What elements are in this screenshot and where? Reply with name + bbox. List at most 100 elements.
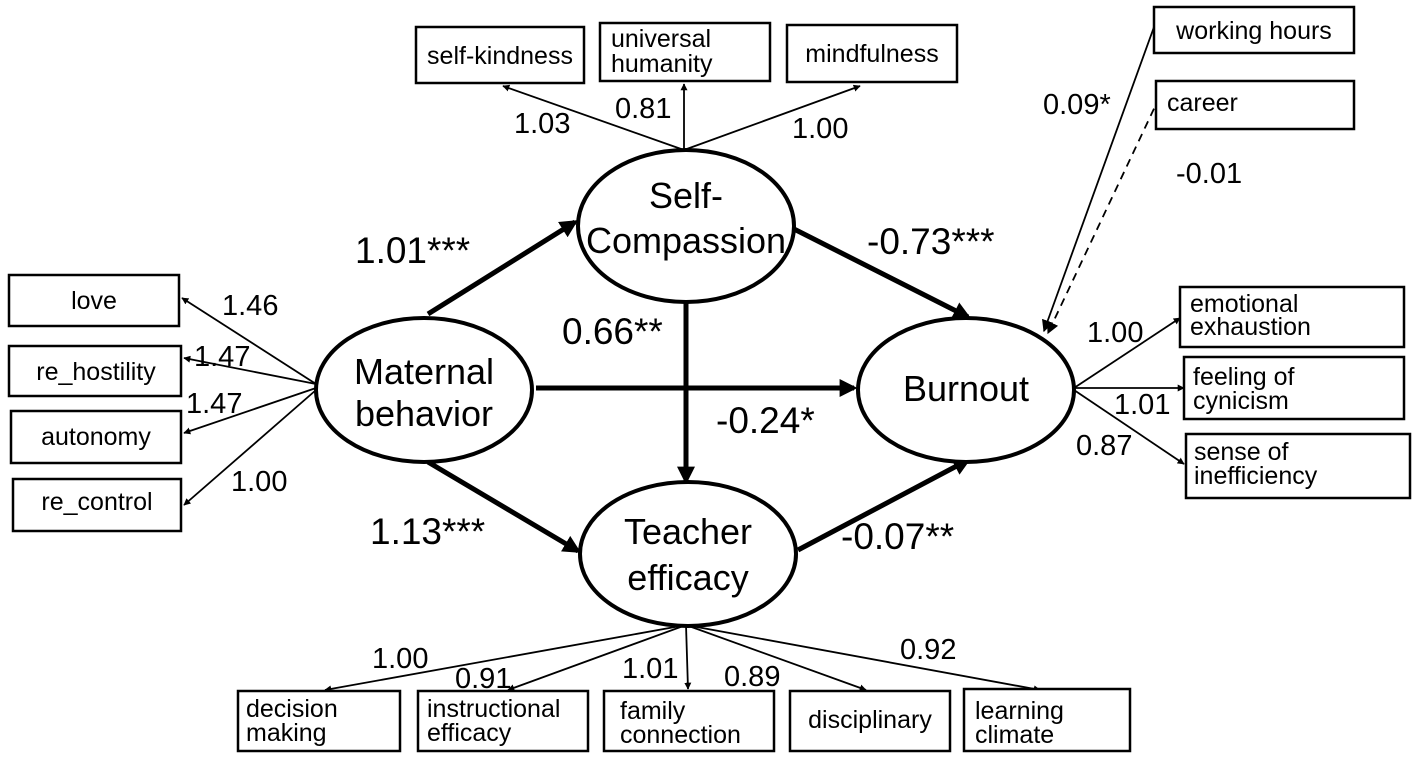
indicator-decision-making-label-line2: making (246, 719, 327, 747)
indicator-instructional-efficacy-label-line2: efficacy (427, 719, 512, 747)
arrow-te-family-connection (684, 624, 692, 690)
loading-feeling-cynicism: 1.01 (1114, 389, 1170, 421)
covariate-working-hours-label: working hours (1175, 17, 1332, 45)
loading-labels: 1.46 1.47 1.47 1.00 1.03 0.81 1.00 1.00 … (186, 89, 1242, 695)
maternal-behavior-label-line2: behavior (355, 393, 493, 434)
loading-universal-humanity: 0.81 (615, 93, 671, 125)
indicator-mindfulness: mindfulness (785, 23, 959, 84)
loading-re-hostility: 1.47 (194, 341, 250, 373)
coef-maternal-teacher-efficacy: 1.13*** (370, 511, 485, 552)
indicator-re-control: re_control (11, 477, 183, 533)
indicator-universal-humanity: universal humanity (598, 21, 772, 83)
indicator-disciplinary-label: disciplinary (808, 706, 932, 734)
loading-mindfulness: 1.00 (792, 113, 848, 145)
indicator-universal-humanity-label-line1: universal (611, 25, 711, 53)
burnout-label: Burnout (903, 368, 1029, 409)
teacher-efficacy-label-line2: efficacy (627, 557, 748, 598)
indicator-emotional-exhaustion-label-line2: exhaustion (1190, 313, 1311, 341)
self-compassion-ellipse (576, 148, 796, 304)
covariate-working-hours: working hours (1152, 5, 1356, 55)
indicator-decision-making: decision making (236, 689, 402, 753)
loading-family-connection: 1.01 (622, 653, 678, 685)
latent-self-compassion: Self- Compassion (576, 148, 796, 304)
maternal-behavior-ellipse (314, 316, 534, 464)
arrow-maternal-re-hostility (183, 355, 317, 385)
latent-teacher-efficacy: Teacher efficacy (578, 480, 798, 628)
indicator-learning-climate: learning climate (962, 687, 1132, 753)
path-maternal-self-compassion (426, 219, 579, 317)
latent-burnout: Burnout (856, 316, 1076, 464)
loading-working-hours: 0.09* (1043, 89, 1111, 121)
indicator-re-control-label: re_control (41, 488, 152, 516)
loading-career: -0.01 (1176, 158, 1242, 190)
indicator-re-hostility: re_hostility (7, 344, 183, 398)
path-self-compassion-burnout (790, 225, 972, 320)
arrow-te-decision-making (324, 624, 687, 693)
arrow-maternal-re-control (183, 389, 317, 506)
arrow-maternal-autonomy (183, 387, 317, 435)
indicator-re-hostility-label: re_hostility (36, 358, 156, 386)
indicator-sense-inefficiency-label-line1: sense of (1194, 438, 1289, 466)
indicator-feeling-cynicism-label-line1: feeling of (1193, 363, 1295, 391)
indicator-love: love (7, 273, 181, 328)
arrow-career-burnout (1047, 95, 1161, 335)
indicator-mindfulness-label: mindfulness (805, 40, 938, 68)
path-teacher-efficacy-burnout (796, 457, 972, 553)
indicator-family-connection-label-line2: connection (620, 721, 741, 749)
loading-re-control: 1.00 (231, 466, 287, 498)
indicator-disciplinary: disciplinary (788, 689, 952, 753)
arrow-te-learning-climate (685, 624, 1041, 693)
latent-maternal-behavior: Maternal behavior (314, 316, 534, 464)
path-maternal-teacher-efficacy (426, 459, 582, 554)
coef-teacher-efficacy-burnout: -0.07** (841, 516, 954, 557)
indicator-self-kindness-label: self-kindness (427, 42, 573, 70)
indicator-emotional-exhaustion-label-line1: emotional (1190, 290, 1298, 318)
indicator-universal-humanity-label-line2: humanity (611, 50, 713, 78)
indicator-love-label: love (71, 287, 117, 315)
indicator-decision-making-label-line1: decision (246, 695, 338, 723)
coef-maternal-burnout: -0.24* (716, 400, 815, 441)
indicator-emotional-exhaustion: emotional exhaustion (1178, 285, 1406, 349)
indicator-learning-climate-label-line2: climate (975, 721, 1054, 749)
indicator-self-kindness: self-kindness (414, 25, 586, 85)
arrow-burnout-emotional-exhaustion (1073, 317, 1181, 389)
loading-self-kindness: 1.03 (514, 108, 570, 140)
indicator-sense-inefficiency: sense of inefficiency (1184, 432, 1412, 500)
loading-sense-inefficiency: 0.87 (1076, 430, 1132, 462)
indicator-family-connection: family connection (602, 689, 776, 753)
indicator-autonomy-label: autonomy (41, 423, 151, 451)
indicator-family-connection-label-line1: family (620, 697, 686, 725)
loading-disciplinary: 0.89 (724, 661, 780, 693)
indicator-instructional-efficacy: instructional efficacy (416, 689, 590, 753)
loading-autonomy: 1.47 (186, 388, 242, 420)
loading-instructional-efficacy: 0.91 (455, 663, 511, 695)
structural-arrows (426, 219, 972, 554)
coef-self-compassion-teacher-efficacy: 0.66** (562, 311, 663, 352)
covariate-career: career (1154, 79, 1356, 131)
indicator-learning-climate-label-line1: learning (975, 697, 1064, 725)
teacher-efficacy-ellipse (578, 480, 798, 628)
loading-decision-making: 1.00 (372, 643, 428, 675)
coef-maternal-self-compassion: 1.01*** (355, 230, 470, 271)
covariate-career-label: career (1167, 89, 1238, 117)
burnout-ellipse (856, 316, 1076, 464)
loading-love: 1.46 (222, 290, 278, 322)
loading-emotional-exhaustion: 1.00 (1087, 317, 1143, 349)
indicator-autonomy: autonomy (9, 409, 183, 465)
coef-self-compassion-burnout: -0.73*** (867, 221, 995, 262)
arrow-te-instructional-efficacy (507, 624, 687, 692)
self-compassion-label-line1: Self- (649, 175, 723, 216)
indicator-feeling-cynicism-label-line2: cynicism (1193, 387, 1289, 415)
arrow-burnout-sense-inefficiency (1073, 389, 1185, 465)
arrow-sc-mindfulness (683, 84, 861, 151)
teacher-efficacy-label-line1: Teacher (624, 511, 752, 552)
loading-learning-climate: 0.92 (900, 634, 956, 666)
indicator-feeling-cynicism: feeling of cynicism (1182, 355, 1406, 421)
maternal-behavior-label-line1: Maternal (354, 351, 494, 392)
arrow-maternal-love (181, 297, 317, 385)
indicator-arrows (181, 26, 1185, 693)
path-coefficient-labels: 1.01*** 0.66** -0.73*** -0.24* 1.13*** -… (355, 221, 995, 557)
self-compassion-label-line2: Compassion (586, 220, 786, 261)
indicator-sense-inefficiency-label-line2: inefficiency (1194, 462, 1318, 490)
